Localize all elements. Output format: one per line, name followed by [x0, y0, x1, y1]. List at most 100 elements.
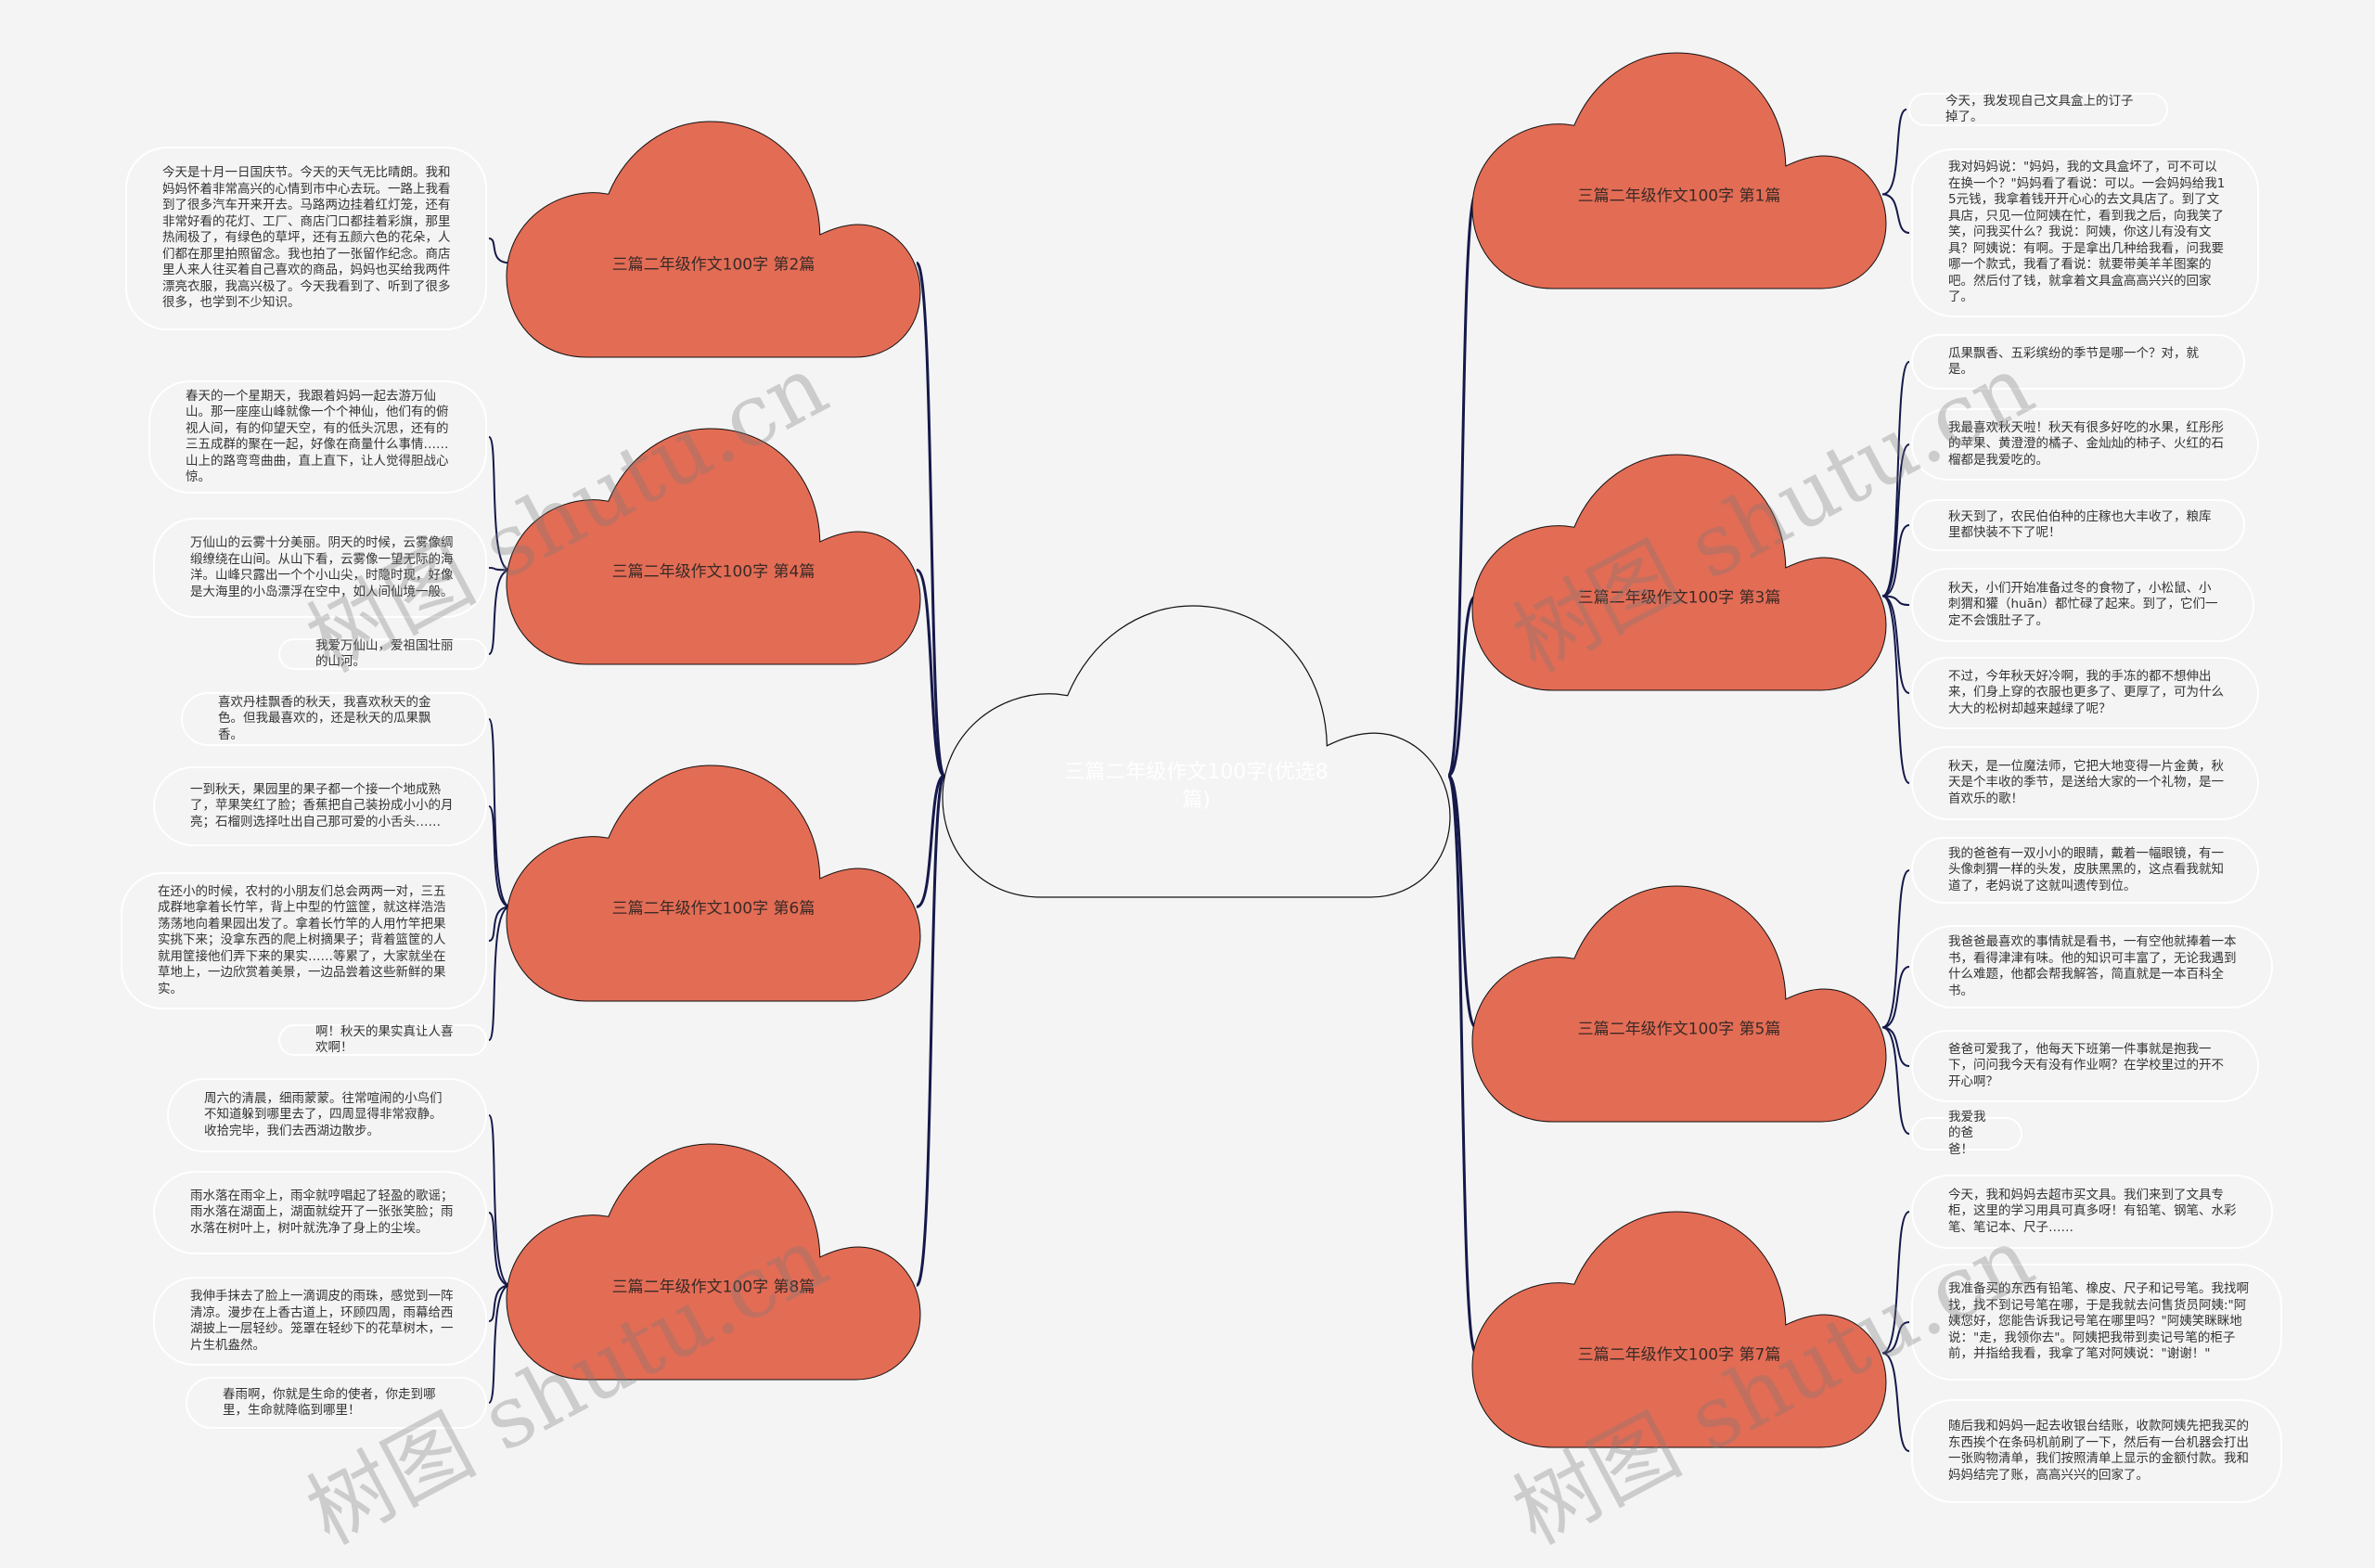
text-note: 今天是十月一日国庆节。今天的天气无比晴朗。我和妈妈怀着非常高兴的心情到市中心去玩…: [125, 147, 487, 330]
connector-line: [1881, 361, 1910, 598]
branch-topic-8[interactable]: 三篇二年级作文100字 第8篇: [506, 1143, 921, 1381]
text-note-content: 我爸爸最喜欢的事情就是看书，一有空他就捧着一本书，看得津津有味。他的知识可丰富了…: [1948, 934, 2237, 998]
connector-line: [1881, 595, 1910, 784]
text-note-content: 我伸手抹去了脸上一滴调皮的雨珠，感觉到一阵清凉。漫步在上香古道上，环顾四周，雨幕…: [190, 1289, 454, 1353]
branch-topic-label: 三篇二年级作文100字 第8篇: [611, 1278, 815, 1297]
text-note-content: 秋天，是一位魔法师，它把大地变得一片金黄，秋天是个丰收的季节，是送给大家的一个礼…: [1948, 758, 2224, 806]
text-note: 不过，今年秋天好冷啊，我的手冻的都不想伸出来，们身上穿的衣服也更多了、更厚了，可…: [1911, 657, 2259, 729]
branch-topic-5[interactable]: 三篇二年级作文100字 第5篇: [1471, 885, 1887, 1123]
branch-topic-4[interactable]: 三篇二年级作文100字 第4篇: [506, 428, 921, 665]
text-note-content: 周六的清晨，细雨蒙蒙。往常喧闹的小鸟们不知道躲到哪里去了，四周显得非常寂静。收拾…: [204, 1090, 443, 1138]
text-note-content: 啊！秋天的果实真让人喜欢啊！: [315, 1023, 454, 1056]
connector-line: [488, 567, 511, 572]
text-note-content: 春雨啊，你就是生命的使者，你走到哪里，生命就降临到哪里！: [223, 1386, 436, 1419]
text-note: 瓜果飘香、五彩缤纷的季节是哪一个？对，就是。: [1911, 334, 2245, 390]
cloud-shape-icon: [506, 1143, 921, 1381]
connector-line: [1881, 109, 1907, 196]
connector-line: [1881, 443, 1910, 598]
branch-topic-label: 三篇二年级作文100字 第6篇: [611, 899, 815, 919]
cloud-shape-icon: [506, 765, 921, 1002]
text-note: 我的爸爸有一双小小的眼睛，戴着一幅眼镜，有一头像刺猬一样的头发，皮肤黑黑的，这点…: [1911, 837, 2259, 904]
connector-line: [1881, 1352, 1910, 1452]
cloud-shape-icon: [1471, 454, 1887, 691]
text-note: 啊！秋天的果实真让人喜欢啊！: [278, 1024, 487, 1056]
connector-line: [1881, 869, 1910, 1029]
text-note: 春雨啊，你就是生命的使者，你走到哪里，生命就降临到哪里！: [186, 1377, 487, 1429]
branch-topic-label: 三篇二年级作文100字 第2篇: [611, 255, 815, 275]
text-note-content: 万仙山的云雾十分美丽。阴天的时候，云雾像绸缎缭绕在山间。从山下看，云雾像一望无际…: [190, 535, 454, 599]
branch-topic-label: 三篇二年级作文100字 第4篇: [611, 562, 815, 582]
text-note-content: 随后我和妈妈一起去收银台结账，收款阿姨先把我买的东西挨个在条码机前刷了一下，然后…: [1948, 1419, 2249, 1483]
connector-line: [1881, 1321, 1910, 1355]
branch-topic-label: 三篇二年级作文100字 第5篇: [1577, 1020, 1781, 1039]
branch-topic-7[interactable]: 三篇二年级作文100字 第7篇: [1471, 1211, 1887, 1448]
text-note: 喜欢丹桂飘香的秋天，我喜欢秋天的金色。但我最喜欢的，还是秋天的瓜果飘香。: [181, 692, 487, 746]
cloud-shape-icon: [506, 121, 921, 358]
connector-line: [915, 774, 946, 1287]
connector-line: [488, 805, 511, 908]
connector-line: [916, 774, 945, 908]
branch-topic-label: 三篇二年级作文100字 第3篇: [1577, 588, 1781, 608]
cloud-shape-icon: [942, 605, 1451, 898]
connector-line: [1881, 595, 1910, 694]
text-note: 我对妈妈说："妈妈，我的文具盒坏了，可不可以在换一个？"妈妈看了看说：可以。一会…: [1911, 148, 2259, 317]
text-note: 我最喜欢秋天啦！秋天有很多好吃的水果，红彤彤的苹果、黄澄澄的橘子、金灿灿的柿子、…: [1911, 408, 2259, 481]
text-note: 我爱我的爸爸！: [1911, 1110, 2022, 1157]
text-note-content: 今天，我发现自己文具盒上的订子掉了。: [1945, 93, 2134, 125]
connector-line: [488, 569, 511, 655]
text-note-content: 秋天到了，农民伯伯种的庄稼也大丰收了，粮库里都快装不下了呢！: [1948, 508, 2212, 541]
text-note-content: 爸爸可爱我了，他每天下班第一件事就是抱我一下，问问我今天有没有作业啊？在学校里过…: [1948, 1041, 2224, 1089]
connector-line: [916, 568, 946, 778]
connector-line: [1446, 192, 1478, 778]
text-note: 我准备买的东西有铅笔、橡皮、尺子和记号笔。我找啊找，找不到记号笔在哪，于是我就去…: [1911, 1264, 2282, 1381]
branch-topic-2[interactable]: 三篇二年级作文100字 第2篇: [506, 121, 921, 358]
connector-line: [1446, 774, 1478, 1355]
central-topic-node[interactable]: 三篇二年级作文100字(优选8篇): [942, 605, 1451, 898]
connector-line: [1881, 966, 1910, 1029]
connector-line: [488, 238, 511, 264]
text-note-content: 喜欢丹桂飘香的秋天，我喜欢秋天的金色。但我最喜欢的，还是秋天的瓜果飘香。: [218, 694, 431, 742]
text-note: 春天的一个星期天，我跟着妈妈一起去游万仙山。那一座座山峰就像一个个神仙，他们有的…: [148, 380, 487, 494]
connector-line: [1881, 193, 1910, 234]
connector-line: [1881, 1026, 1910, 1067]
connector-line: [1446, 774, 1478, 1029]
connector-line: [488, 1212, 511, 1287]
connector-line: [488, 1114, 511, 1287]
branch-topic-6[interactable]: 三篇二年级作文100字 第6篇: [506, 765, 921, 1002]
connector-line: [488, 436, 511, 572]
text-note: 我爸爸最喜欢的事情就是看书，一有空他就捧着一本书，看得津津有味。他的知识可丰富了…: [1911, 925, 2273, 1009]
connector-line: [1881, 1026, 1910, 1135]
branch-topic-label: 三篇二年级作文100字 第7篇: [1577, 1345, 1781, 1365]
text-note-content: 雨水落在雨伞上，雨伞就哼唱起了轻盈的歌谣；雨水落在湖面上，湖面就绽开了一张张笑脸…: [190, 1188, 454, 1236]
text-note: 今天，我和妈妈去超市买文具。我们来到了文具专柜，这里的学习用具可真多呀！有铅笔、…: [1911, 1175, 2273, 1249]
branch-topic-1[interactable]: 三篇二年级作文100字 第1篇: [1471, 52, 1887, 289]
text-note-content: 一到秋天，果园里的果子都一个接一个地成熟了，苹果笑红了脸；香蕉把自己装扮成小小的…: [190, 781, 454, 829]
text-note: 今天，我发现自己文具盒上的订子掉了。: [1908, 93, 2168, 126]
text-note: 一到秋天，果园里的果子都一个接一个地成熟了，苹果笑红了脸；香蕉把自己装扮成小小的…: [153, 766, 487, 846]
text-note-content: 我的爸爸有一双小小的眼睛，戴着一幅眼镜，有一头像刺猬一样的头发，皮肤黑黑的，这点…: [1948, 845, 2224, 893]
text-note: 秋天，小们开始准备过冬的食物了，小松鼠、小刺猬和獾（huān）都忙碌了起来。到了…: [1911, 568, 2254, 642]
cloud-shape-icon: [1471, 885, 1887, 1123]
connector-line: [915, 261, 946, 778]
cloud-shape-icon: [1471, 52, 1887, 289]
connector-line: [488, 906, 511, 1041]
text-note-content: 我最喜欢秋天啦！秋天有很多好吃的水果，红彤彤的苹果、黄澄澄的橘子、金灿灿的柿子、…: [1948, 419, 2224, 468]
text-note: 秋天，是一位魔法师，它把大地变得一片金黄，秋天是个丰收的季节，是送给大家的一个礼…: [1911, 746, 2259, 820]
connector-line: [1447, 594, 1477, 778]
text-note-content: 今天，我和妈妈去超市买文具。我们来到了文具专柜，这里的学习用具可真多呀！有铅笔、…: [1948, 1187, 2237, 1235]
connector-line: [1881, 524, 1910, 598]
text-note: 我伸手抹去了脸上一滴调皮的雨珠，感觉到一阵清凉。漫步在上香古道上，环顾四周，雨幕…: [153, 1277, 487, 1366]
cloud-shape-icon: [506, 428, 921, 665]
text-note: 随后我和妈妈一起去收银台结账，收款阿姨先把我买的东西挨个在条码机前刷了一下，然后…: [1911, 1399, 2282, 1503]
text-note-content: 不过，今年秋天好冷啊，我的手冻的都不想伸出来，们身上穿的衣服也更多了、更厚了，可…: [1948, 668, 2224, 716]
connector-line: [488, 1284, 511, 1322]
branch-topic-3[interactable]: 三篇二年级作文100字 第3篇: [1471, 454, 1887, 691]
text-note: 爸爸可爱我了，他每天下班第一件事就是抱我一下，问问我今天有没有作业啊？在学校里过…: [1911, 1030, 2259, 1102]
connector-line: [1881, 1211, 1910, 1355]
text-note-content: 春天的一个星期天，我跟着妈妈一起去游万仙山。那一座座山峰就像一个个神仙，他们有的…: [186, 388, 449, 485]
text-note-content: 在还小的时候，农村的小朋友们总会两两一对，三五成群地拿着长竹竿，背上中型的竹篮筐…: [158, 883, 446, 996]
connector-line: [488, 718, 511, 908]
connector-line: [488, 906, 511, 942]
connector-line: [488, 1284, 511, 1404]
